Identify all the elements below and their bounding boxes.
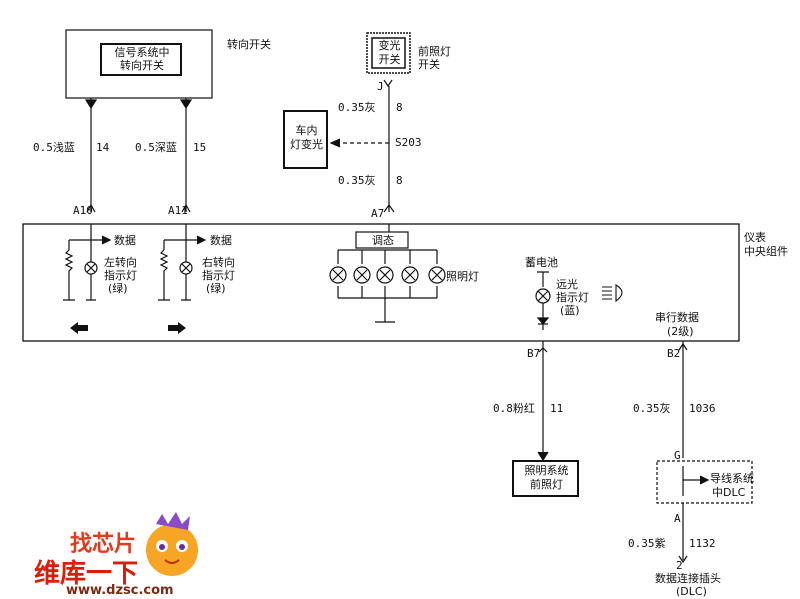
serial-data-label-1: 串行数据 xyxy=(655,311,699,324)
wire-1036-num: 1036 xyxy=(689,402,716,415)
dlc-box-2: 中DLC xyxy=(712,486,746,499)
interior-dimmer-box xyxy=(283,110,328,169)
watermark-mascot xyxy=(146,512,198,576)
connector-2: 2 xyxy=(676,559,683,572)
turn-switch-label: 转向开关 xyxy=(227,38,271,51)
connector-a10: A10 xyxy=(73,204,93,217)
turn-switch-inner-1: 信号系统中 xyxy=(114,46,170,59)
wire-8b-num: 8 xyxy=(396,174,403,187)
cluster-label-2: 中央组件 xyxy=(744,245,788,258)
wire-15-num: 15 xyxy=(193,141,207,154)
dlc-box xyxy=(656,460,753,504)
turn-switch-inner xyxy=(100,43,182,76)
right-turn-label-2: 指示灯 xyxy=(202,269,235,282)
dimmer-switch-label-2: 开关 xyxy=(418,58,440,71)
connector-a: A xyxy=(674,512,681,525)
dimmer-module-label: 调态 xyxy=(372,234,394,247)
wire-8a-spec: 0.35灰 xyxy=(338,101,376,114)
dimmer-switch-inner-2: 开关 xyxy=(378,53,401,66)
wire-1036-spec: 0.35灰 xyxy=(633,402,671,415)
dimmer-switch-inner-1: 变光 xyxy=(378,39,401,52)
dlc-box-1: 导线系统 xyxy=(710,472,754,485)
illumination-label: 照明灯 xyxy=(446,270,479,283)
connector-g: G xyxy=(674,449,681,462)
connector-b7: B7 xyxy=(527,347,541,360)
watermark-top: 找芯片 xyxy=(70,532,137,557)
wire-11-num: 11 xyxy=(550,402,564,415)
right-turn-label-1: 右转向 xyxy=(202,256,235,269)
left-turn-label-1: 左转向 xyxy=(104,256,137,269)
wire-14-spec: 0.5浅蓝 xyxy=(33,141,75,154)
right-arrow-icon xyxy=(168,322,186,334)
left-arrow-icon xyxy=(70,322,88,334)
high-beam-icon xyxy=(602,284,623,303)
lighting-box-2: 前照灯 xyxy=(530,478,563,491)
wire-15-spec: 0.5深蓝 xyxy=(135,141,177,154)
connector-a7: A7 xyxy=(371,207,385,220)
connector-j: J xyxy=(377,80,384,93)
wire-1132-num: 1132 xyxy=(689,537,716,550)
dlc-label-1: 数据连接插头 xyxy=(655,572,721,585)
data-label-left: 数据 xyxy=(114,234,136,247)
splice-s203: S203 xyxy=(395,136,422,149)
wire-14-num: 14 xyxy=(96,141,110,154)
battery-label: 蓄电池 xyxy=(525,256,558,269)
dlc-label-2: (DLC) xyxy=(676,585,707,598)
right-turn-label-3: (绿) xyxy=(206,282,226,295)
data-label-right: 数据 xyxy=(210,234,232,247)
lighting-box xyxy=(512,460,579,497)
turn-switch-box xyxy=(65,29,213,99)
wire-1132-spec: 0.35紫 xyxy=(628,537,666,550)
connector-a11: A11 xyxy=(168,204,188,217)
high-beam-label-3: (蓝) xyxy=(560,304,580,317)
dimmer-switch-box xyxy=(366,32,411,74)
interior-box-1: 车内 xyxy=(295,124,318,137)
watermark-url: www.dzsc.com xyxy=(66,583,174,598)
left-turn-label-2: 指示灯 xyxy=(104,269,137,282)
dimmer-switch-label-1: 前照灯 xyxy=(418,45,451,58)
watermark-main: 维库一下 xyxy=(34,559,139,589)
interior-box-2: 灯变光 xyxy=(290,138,323,151)
wire-11-spec: 0.8粉红 xyxy=(493,402,535,415)
cluster-box xyxy=(22,223,740,342)
connector-b2: B2 xyxy=(667,347,681,360)
wire-8b-spec: 0.35灰 xyxy=(338,174,376,187)
left-turn-label-3: (绿) xyxy=(108,282,128,295)
high-beam-label-1: 远光 xyxy=(556,278,578,291)
dimmer-module xyxy=(355,231,409,249)
cluster-label-1: 仪表 xyxy=(744,231,766,244)
high-beam-label-2: 指示灯 xyxy=(556,291,589,304)
lighting-box-1: 照明系统 xyxy=(524,464,569,477)
turn-switch-inner-2: 转向开关 xyxy=(120,59,164,72)
serial-data-label-2: (2级) xyxy=(667,325,694,338)
wire-8a-num: 8 xyxy=(396,101,403,114)
